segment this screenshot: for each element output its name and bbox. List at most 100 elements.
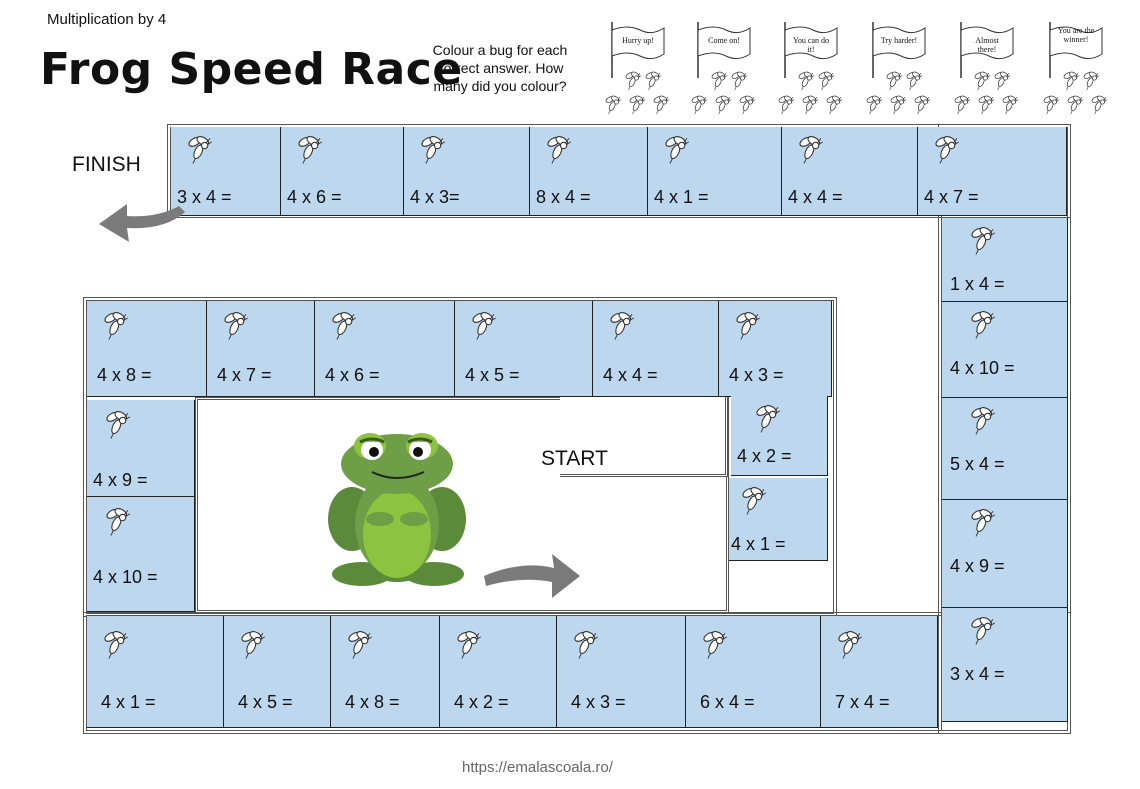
- bug-icon[interactable]: [327, 309, 363, 343]
- bug-icon[interactable]: [542, 133, 578, 167]
- flag-message: Hurry up!: [622, 36, 654, 45]
- board-space-inner-row-top-1[interactable]: 4 x 8 =: [87, 301, 207, 397]
- board-space-outer-col-right-2[interactable]: 4 x 10 =: [942, 302, 1068, 398]
- bug-icon[interactable]: [219, 309, 255, 343]
- bug-icon[interactable]: [731, 309, 767, 343]
- board-space-bottom-row-3[interactable]: 4 x 8 =: [331, 616, 440, 728]
- board-space-outer-row-top-7[interactable]: 4 x 7 =: [918, 127, 1067, 216]
- board-space-left-col-1[interactable]: 4 x 9 =: [87, 400, 195, 497]
- board-space-outer-row-top-6[interactable]: 4 x 4 =: [782, 127, 918, 216]
- question-text: 4 x 1 =: [101, 692, 156, 712]
- board-space-bottom-row-4[interactable]: 4 x 2 =: [440, 616, 557, 728]
- flag-message: Almost there!: [975, 36, 999, 54]
- bug-icon[interactable]: [99, 628, 135, 662]
- flag-icon: [1049, 22, 1103, 78]
- bug-icon[interactable]: [660, 133, 696, 167]
- board-space-outer-row-top-4[interactable]: 8 x 4 =: [530, 127, 648, 216]
- reward-flag-4: Try harder!: [865, 20, 939, 124]
- question-text: 4 x 2 =: [737, 446, 792, 466]
- board-space-inner-row-top-2[interactable]: 4 x 7 =: [207, 301, 315, 397]
- start-curved-arrow-icon: [484, 554, 580, 598]
- flag-message: You can do it!: [792, 36, 830, 54]
- board-space-inner-row-top-3[interactable]: 4 x 6 =: [315, 301, 455, 397]
- board-space-inner-row-top-4[interactable]: 4 x 5 =: [455, 301, 593, 397]
- question-text: 6 x 4 =: [700, 692, 755, 712]
- board-space-outer-row-top-5[interactable]: 4 x 1 =: [648, 127, 782, 216]
- board-space-outer-col-right-4[interactable]: 4 x 9 =: [942, 500, 1068, 608]
- question-text: 4 x 10 =: [950, 358, 1015, 378]
- flag-icon: [872, 22, 926, 78]
- bug-counter-icons[interactable]: [775, 70, 851, 122]
- board-space-bottom-row-7[interactable]: 7 x 4 =: [821, 616, 938, 728]
- footer-url: https://emalascoala.ro/: [462, 759, 613, 776]
- bug-icon[interactable]: [99, 309, 135, 343]
- question-text: 4 x 7 =: [217, 365, 272, 385]
- board-center-notch: [560, 397, 728, 477]
- reward-flag-2: Come on!: [690, 20, 764, 124]
- bug-icon[interactable]: [293, 133, 329, 167]
- question-text: 4 x 3 =: [571, 692, 626, 712]
- question-text: 3 x 4 =: [950, 664, 1005, 684]
- bug-counter-icons[interactable]: [602, 70, 678, 122]
- finish-curved-arrow-icon: [99, 204, 185, 242]
- bug-icon[interactable]: [569, 628, 605, 662]
- board-space-outer-row-top-1[interactable]: 3 x 4 =: [171, 127, 281, 216]
- flag-icon: [611, 22, 665, 78]
- bug-counter-icons[interactable]: [951, 70, 1027, 122]
- board-space-outer-row-top-3[interactable]: 4 x 3=: [404, 127, 530, 216]
- bug-icon[interactable]: [452, 628, 488, 662]
- bug-icon[interactable]: [101, 505, 137, 539]
- question-text: 4 x 5 =: [238, 692, 293, 712]
- board-space-outer-col-right-5[interactable]: 3 x 4 =: [942, 608, 1068, 722]
- bug-counter-icons[interactable]: [1040, 70, 1116, 122]
- bug-icon[interactable]: [966, 614, 1002, 648]
- board-space-inner-right-1[interactable]: 4 x 2 =: [731, 396, 828, 476]
- bug-icon[interactable]: [966, 404, 1002, 438]
- bug-counter-icons[interactable]: [688, 70, 764, 122]
- question-text: 4 x 4 =: [603, 365, 658, 385]
- board-space-bottom-row-2[interactable]: 4 x 5 =: [224, 616, 331, 728]
- frog-illustration: [328, 433, 466, 586]
- bug-icon[interactable]: [833, 628, 869, 662]
- board-space-bottom-row-1[interactable]: 4 x 1 =: [87, 616, 224, 728]
- bug-icon[interactable]: [467, 309, 503, 343]
- question-text: 4 x 9 =: [950, 556, 1005, 576]
- bug-icon[interactable]: [751, 402, 787, 436]
- board-space-bottom-row-6[interactable]: 6 x 4 =: [686, 616, 821, 728]
- board-space-outer-col-right-1[interactable]: 1 x 4 =: [942, 218, 1068, 302]
- flag-message: Try harder!: [880, 36, 918, 45]
- bug-icon[interactable]: [737, 484, 773, 518]
- bug-icon[interactable]: [930, 133, 966, 167]
- question-text: 4 x 9 =: [93, 470, 148, 490]
- question-text: 4 x 6 =: [325, 365, 380, 385]
- bug-icon[interactable]: [794, 133, 830, 167]
- finish-label: FINISH: [72, 153, 141, 176]
- bug-icon[interactable]: [966, 308, 1002, 342]
- question-text: 3 x 4 =: [177, 187, 232, 207]
- bug-icon[interactable]: [416, 133, 452, 167]
- board-space-outer-col-right-3[interactable]: 5 x 4 =: [942, 398, 1068, 500]
- bug-icon[interactable]: [183, 133, 219, 167]
- bug-icon[interactable]: [698, 628, 734, 662]
- flag-icon: [697, 22, 751, 78]
- question-text: 8 x 4 =: [536, 187, 591, 207]
- board-space-left-col-2[interactable]: 4 x 10 =: [87, 497, 195, 612]
- board-space-inner-row-top-5[interactable]: 4 x 4 =: [593, 301, 719, 397]
- bug-icon[interactable]: [236, 628, 272, 662]
- bug-icon[interactable]: [966, 506, 1002, 540]
- board-space-outer-row-top-2[interactable]: 4 x 6 =: [281, 127, 404, 216]
- bug-icon[interactable]: [966, 224, 1002, 258]
- bug-icon[interactable]: [101, 408, 137, 442]
- question-text: 4 x 3=: [410, 187, 460, 207]
- question-text: 4 x 8 =: [345, 692, 400, 712]
- question-text: 4 x 4 =: [788, 187, 843, 207]
- bug-counter-icons[interactable]: [863, 70, 939, 122]
- board-space-bottom-row-5[interactable]: 4 x 3 =: [557, 616, 686, 728]
- bug-icon[interactable]: [343, 628, 379, 662]
- board-space-start-row-2[interactable]: 4 x 1 =: [721, 478, 828, 561]
- bug-icon[interactable]: [605, 309, 641, 343]
- question-text: 4 x 5 =: [465, 365, 520, 385]
- board-space-inner-row-top-6[interactable]: 4 x 3 =: [719, 301, 832, 397]
- flag-icon: [784, 22, 838, 78]
- question-text: 4 x 10 =: [93, 567, 158, 587]
